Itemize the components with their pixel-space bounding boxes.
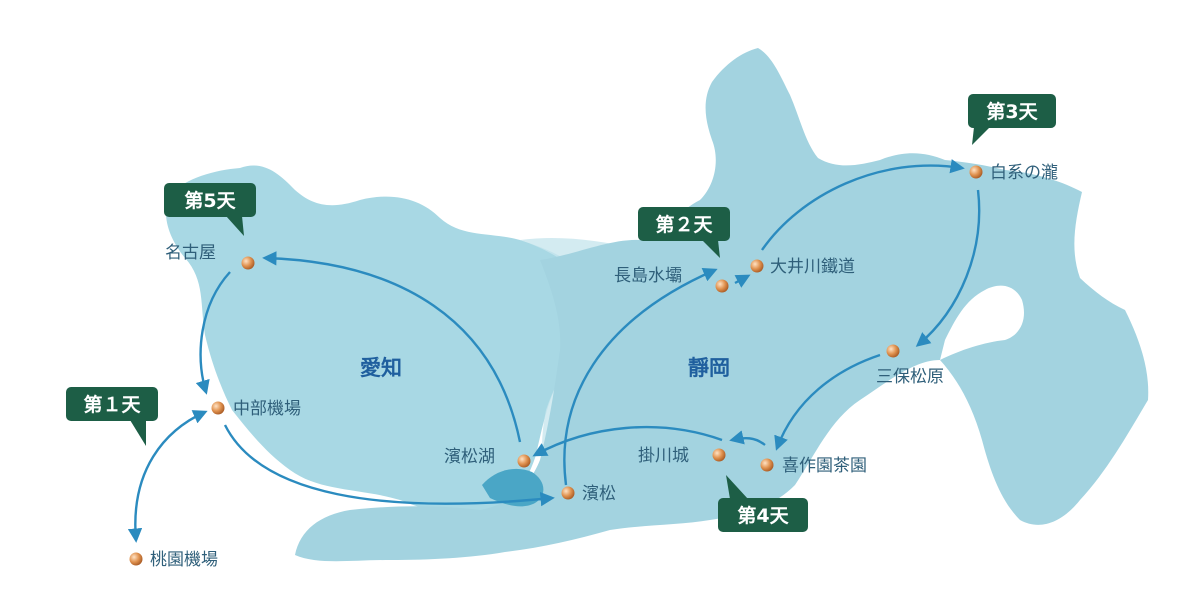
region-shizuoka: 靜岡 (688, 356, 730, 380)
lake-hamana (482, 468, 544, 507)
route-taoyuan-chubu (127, 410, 208, 543)
label-nagoya: 名古屋 (165, 243, 216, 263)
route-lake-nagoya (262, 251, 522, 443)
dot-icon-nagoya[interactable] (241, 256, 255, 270)
day2-label: 第２天 (655, 213, 713, 236)
label-kisakuen-tea: 喜作園茶園 (782, 456, 867, 476)
day5-label: 第5天 (184, 189, 236, 212)
region-aichi: 愛知 (360, 356, 402, 380)
route-nagoya-chubu (195, 271, 231, 395)
dot-icon-taoyuan[interactable] (129, 552, 143, 566)
label-lake-hamana: 濱松湖 (444, 447, 495, 467)
dot-icon-kakegawa[interactable] (712, 448, 726, 462)
label-chubu-airport: 中部機場 (233, 399, 301, 419)
day1-label: 第１天 (83, 393, 141, 416)
day2-callout: 第２天 (638, 207, 730, 258)
day4-label: 第4天 (737, 504, 789, 527)
day1-callout: 第１天 (66, 387, 158, 446)
dot-icon-oigawa[interactable] (750, 259, 764, 273)
label-oigawa-railway: 大井川鐵道 (770, 257, 855, 277)
label-taoyuan-airport: 桃園機場 (150, 550, 218, 570)
label-nagashima-dam: 長島水壩 (614, 266, 682, 286)
dot-icon-hamamatsu[interactable] (561, 486, 575, 500)
shizuoka-land (295, 48, 1149, 562)
dot-icon-kisakuen[interactable] (760, 458, 774, 472)
dot-icon-chubu[interactable] (211, 401, 225, 415)
dot-icon-shiraito[interactable] (969, 165, 983, 179)
label-hamamatsu: 濱松 (582, 484, 616, 504)
dot-icon-nagashima[interactable] (715, 279, 729, 293)
route-kisakuen-kakegawa (729, 430, 766, 446)
dot-icon-miho[interactable] (886, 344, 900, 358)
day4-callout: 第4天 (718, 475, 808, 532)
route-miho-kisakuen (774, 353, 881, 451)
dot-icon-lake-hamana[interactable] (517, 454, 531, 468)
route-chubu-hamamatsu (223, 424, 555, 507)
day3-callout: 第3天 (968, 94, 1056, 145)
day3-label: 第3天 (986, 100, 1038, 123)
day5-callout: 第5天 (164, 183, 256, 236)
suruga-bay (940, 285, 1025, 360)
route-kakegawa-lake (532, 425, 723, 457)
route-hamamatsu-nagashima (563, 267, 718, 486)
label-miho-no-matsubara: 三保松原 (876, 367, 944, 387)
route-shiraito-miho (915, 189, 981, 347)
label-kakegawa-castle: 掛川城 (638, 446, 689, 466)
route-oigawa-shiraito (761, 159, 965, 251)
route-nagashima-oigawa (734, 274, 751, 288)
label-shiraito-falls: 白系の瀧 (990, 163, 1058, 183)
